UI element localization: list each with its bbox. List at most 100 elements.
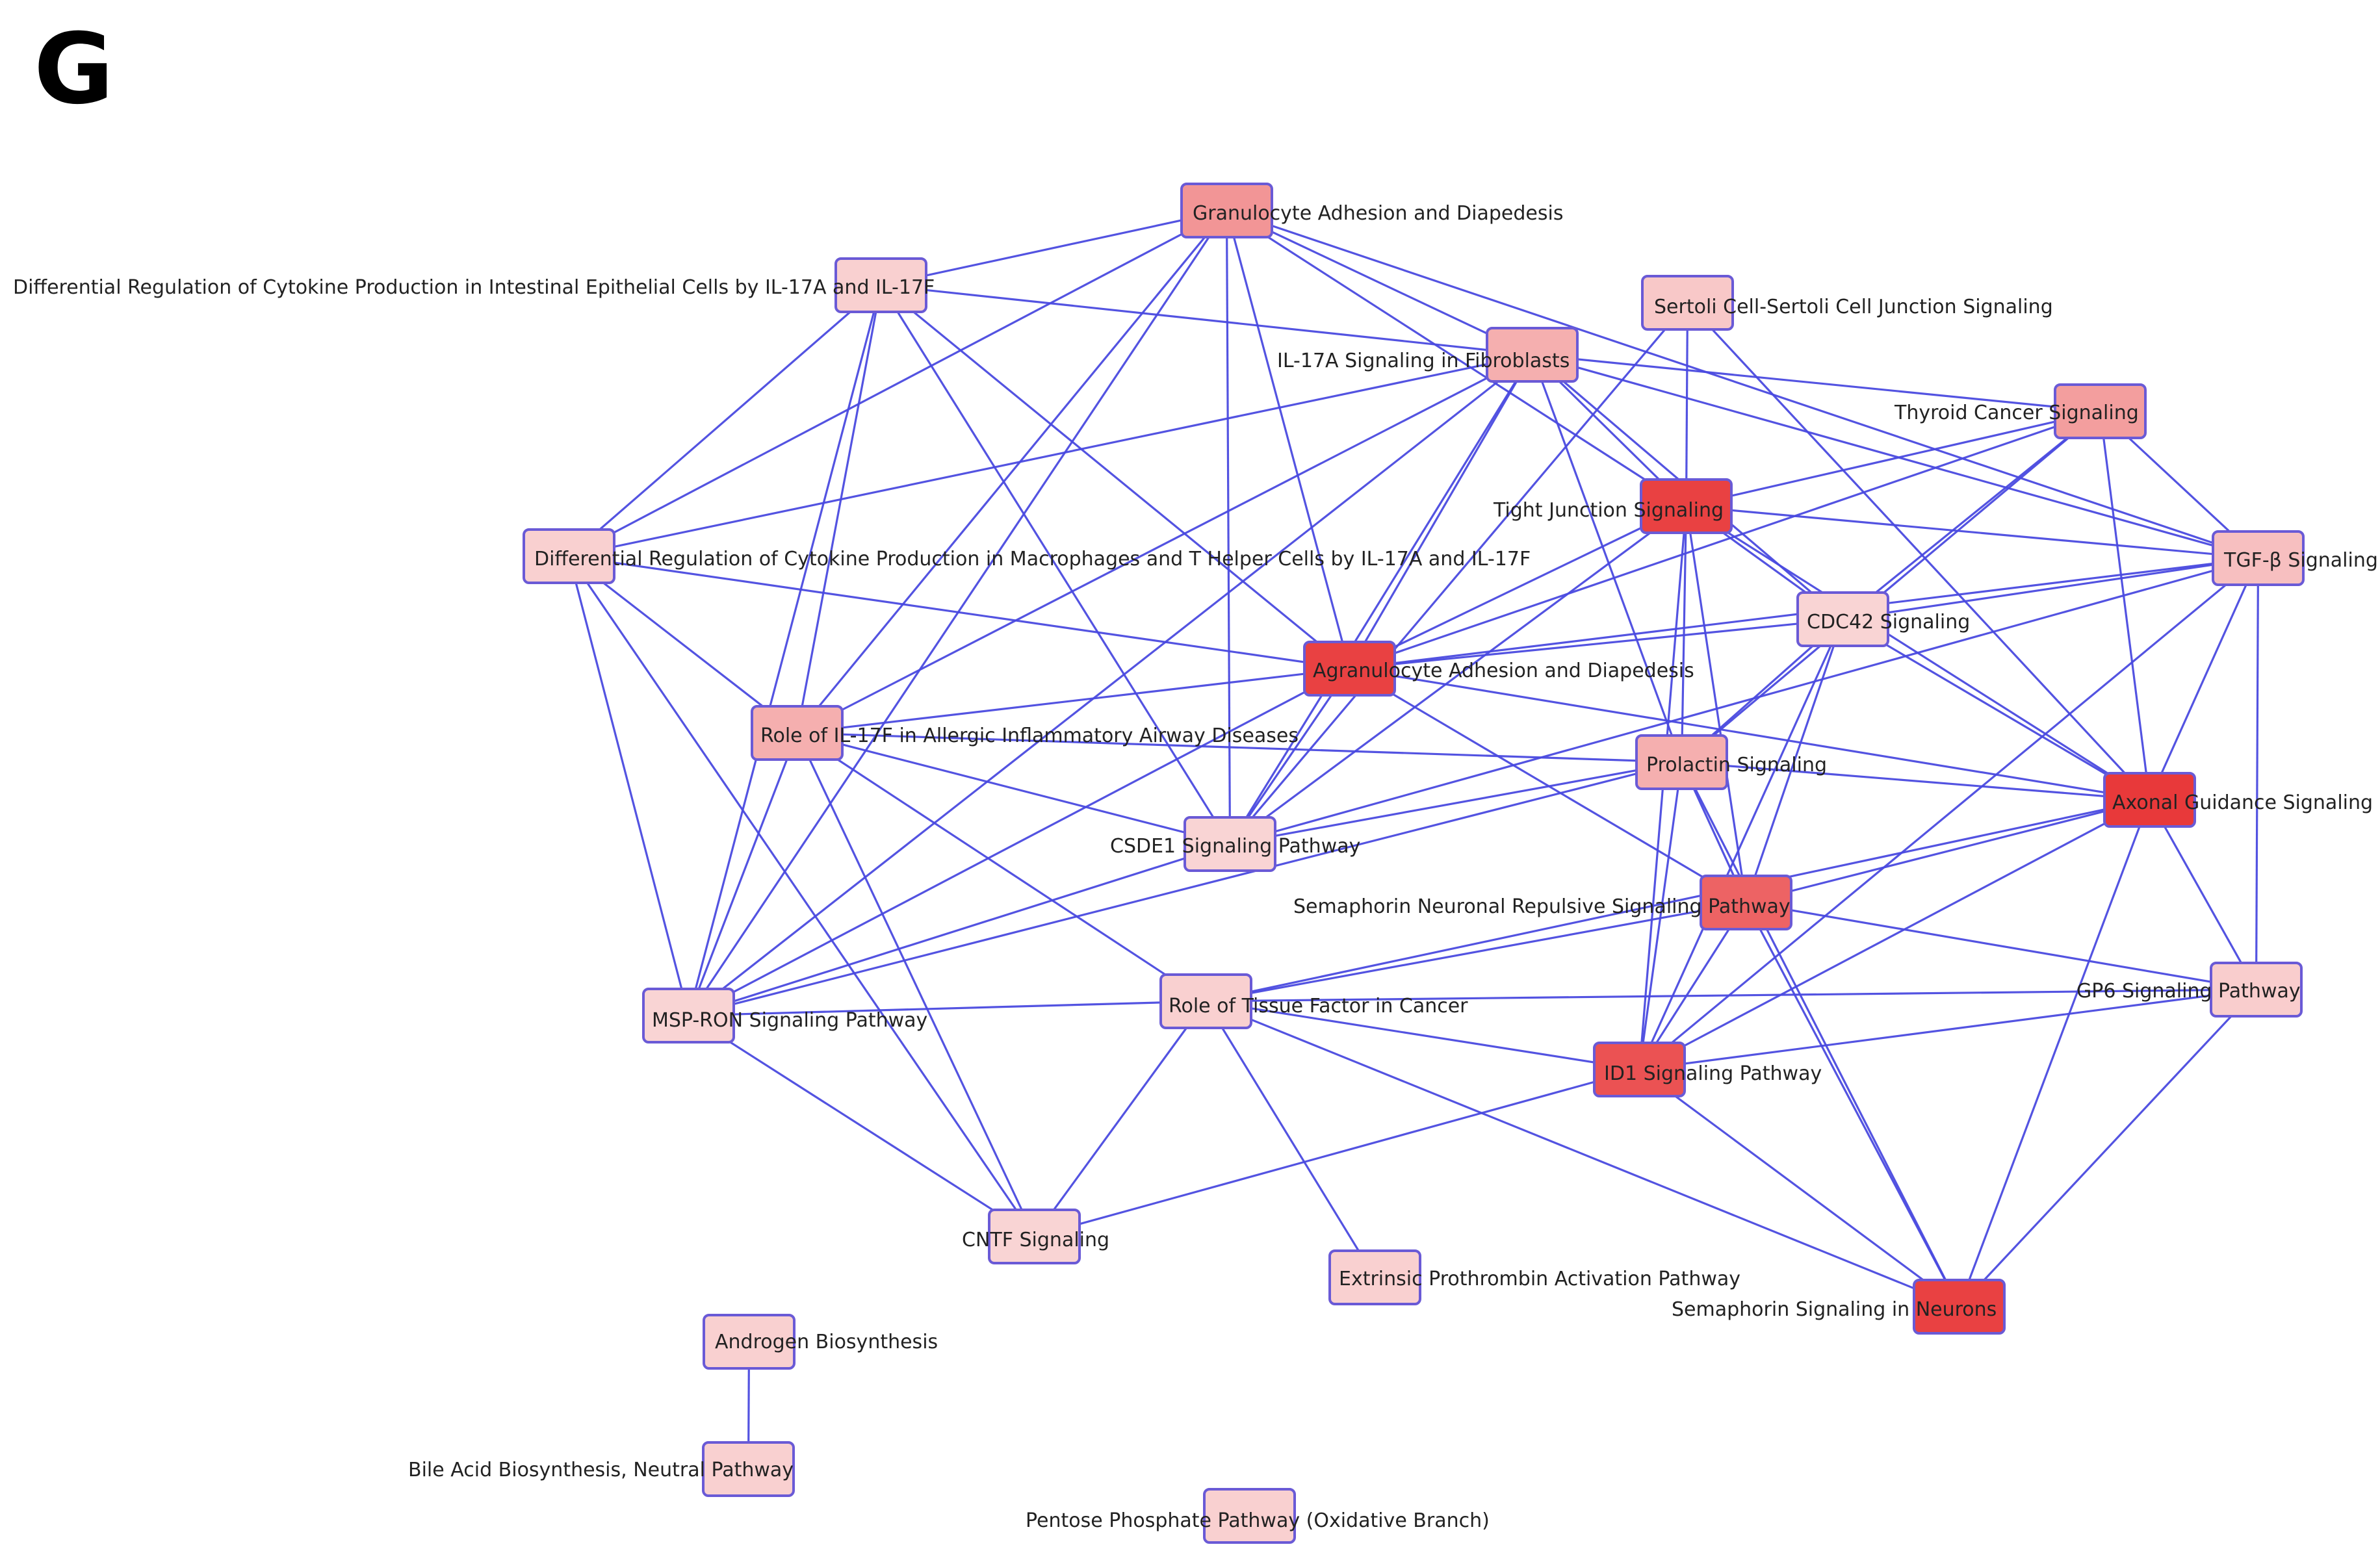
node-semaphorin_repulsive[interactable]: Semaphorin Neuronal Repulsive Signaling …	[1293, 875, 1792, 930]
node-box-axonal[interactable]	[2103, 772, 2196, 828]
node-box-cdc42[interactable]	[1796, 591, 1889, 647]
node-label-prolactin: Prolactin Signaling	[1646, 754, 1827, 776]
node-cntf[interactable]: CNTF Signaling	[962, 1209, 1109, 1264]
edge-id1-cntf	[1034, 1068, 1640, 1238]
node-label-csde1: CSDE1 Signaling Pathway	[1110, 835, 1360, 858]
node-box-msp_ron[interactable]	[642, 988, 735, 1043]
node-sema_neurons[interactable]: Semaphorin Signaling in Neurons	[1672, 1279, 2006, 1335]
node-box-granulocyte[interactable]	[1180, 183, 1273, 238]
edge-tgfb-cdc42	[1843, 557, 2258, 621]
node-box-thyroid[interactable]	[2054, 383, 2147, 439]
node-sertoli[interactable]: Sertoli Cell-Sertoli Cell Junction Signa…	[1641, 275, 2053, 331]
edge-granulocyte-diffreg_macro	[568, 209, 1228, 557]
node-box-tight_junction[interactable]	[1640, 478, 1733, 534]
node-box-extrinsic[interactable]	[1328, 1249, 1421, 1305]
node-box-diffreg_macro[interactable]	[523, 528, 615, 584]
edge-diffreg_epithelial-il17f_airway	[795, 285, 883, 734]
edge-tissue_factor-cntf	[1033, 1001, 1207, 1237]
node-label-axonal: Axonal Guidance Signaling	[2112, 791, 2373, 814]
node-il17a_fibro[interactable]: IL-17A Signaling in Fibroblasts	[1277, 327, 1579, 383]
node-cdc42[interactable]: CDC42 Signaling	[1796, 591, 1970, 647]
edge-thyroid-axonal	[2099, 411, 2151, 800]
node-label-id1: ID1 Signaling Pathway	[1604, 1062, 1822, 1085]
edge-semaphorin_repulsive-sema_neurons	[1745, 902, 1960, 1307]
node-diffreg_macro[interactable]: Differential Regulation of Cytokine Prod…	[523, 528, 1531, 584]
edge-il17a_fibro-tgfb	[1532, 353, 2258, 559]
node-label-diffreg_macro: Differential Regulation of Cytokine Prod…	[534, 548, 1531, 570]
node-box-gp6[interactable]	[2210, 962, 2303, 1018]
edge-prolactin-msp_ron	[688, 761, 1682, 1017]
node-box-cntf[interactable]	[988, 1209, 1081, 1264]
node-label-il17a_fibro: IL-17A Signaling in Fibroblasts	[1277, 350, 1570, 372]
node-box-androgen[interactable]	[703, 1314, 795, 1370]
node-msp_ron[interactable]: MSP-RON Signaling Pathway	[642, 988, 927, 1043]
edge-prolactin-axonal	[1681, 761, 2150, 801]
node-box-il17a_fibro[interactable]	[1486, 327, 1579, 383]
edge-csde1-msp_ron	[688, 843, 1230, 1017]
edge-tight_junction-agranulocyte	[1349, 505, 1687, 670]
node-label-cdc42: CDC42 Signaling	[1807, 611, 1970, 634]
node-extrinsic[interactable]: Extrinsic Prothrombin Activation Pathway	[1328, 1249, 1740, 1305]
node-box-diffreg_epithelial[interactable]	[834, 257, 927, 313]
edge-prolactin-id1	[1638, 762, 1683, 1070]
edge-diffreg_macro-agranulocyte	[569, 555, 1350, 670]
node-box-agranulocyte[interactable]	[1303, 641, 1396, 697]
node-axonal[interactable]: Axonal Guidance Signaling	[2103, 772, 2373, 828]
node-bile_acid[interactable]: Bile Acid Biosynthesis, Neutral Pathway	[408, 1441, 795, 1497]
edge-tissue_factor-extrinsic	[1205, 1001, 1376, 1278]
node-tgfb[interactable]: TGF-β Signaling	[2212, 530, 2378, 586]
node-box-pentose[interactable]	[1203, 1488, 1296, 1544]
edge-il17a_fibro-thyroid	[1532, 353, 2101, 413]
node-pentose[interactable]: Pentose Phosphate Pathway (Oxidative Bra…	[1026, 1488, 1490, 1544]
edge-il17f_airway-cntf	[796, 732, 1035, 1237]
node-box-sertoli[interactable]	[1641, 275, 1734, 331]
edge-axonal-id1	[1638, 799, 2151, 1071]
node-box-semaphorin_repulsive[interactable]	[1700, 875, 1792, 930]
edge-tgfb-gp6	[2255, 557, 2260, 990]
node-label-extrinsic: Extrinsic Prothrombin Activation Pathway	[1339, 1268, 1740, 1290]
node-label-sertoli: Sertoli Cell-Sertoli Cell Junction Signa…	[1654, 296, 2053, 318]
node-box-bile_acid[interactable]	[702, 1441, 795, 1497]
edge-gp6-id1	[1639, 988, 2257, 1071]
node-tight_junction[interactable]: Tight Junction Signaling	[1493, 478, 1733, 534]
node-label-cntf: CNTF Signaling	[962, 1229, 1109, 1251]
node-tissue_factor[interactable]: Role of Tissue Factor in Cancer	[1159, 973, 1468, 1029]
edge-granulocyte-tight_junction	[1226, 209, 1687, 507]
node-diffreg_epithelial[interactable]: Differential Regulation of Cytokine Prod…	[13, 257, 935, 313]
edge-agranulocyte-il17f_airway	[797, 667, 1350, 734]
edge-tgfb-csde1	[1230, 557, 2258, 845]
edge-tgfb-axonal	[2149, 557, 2259, 800]
edge-sertoli-tight_junction	[1685, 302, 1689, 507]
node-box-id1[interactable]	[1593, 1042, 1686, 1097]
edge-il17a_fibro-msp_ron	[688, 353, 1533, 1017]
node-label-pentose: Pentose Phosphate Pathway (Oxidative Bra…	[1026, 1509, 1490, 1532]
node-label-bile_acid: Bile Acid Biosynthesis, Neutral Pathway	[408, 1459, 794, 1481]
node-box-il17f_airway[interactable]	[751, 705, 844, 761]
node-id1[interactable]: ID1 Signaling Pathway	[1593, 1042, 1822, 1097]
node-box-tissue_factor[interactable]	[1159, 973, 1252, 1029]
node-label-il17f_airway: Role of IL-17F in Allergic Inflammatory …	[760, 724, 1299, 747]
node-prolactin[interactable]: Prolactin Signaling	[1635, 734, 1827, 790]
edge-diffreg_macro-msp_ron	[567, 556, 690, 1016]
node-box-sema_neurons[interactable]	[1913, 1279, 2006, 1335]
node-box-prolactin[interactable]	[1635, 734, 1728, 790]
node-il17f_airway[interactable]: Role of IL-17F in Allergic Inflammatory …	[751, 705, 1299, 761]
node-androgen[interactable]: Androgen Biosynthesis	[703, 1314, 938, 1370]
edge-il17f_airway-csde1	[797, 732, 1230, 845]
node-thyroid[interactable]: Thyroid Cancer Signaling	[1894, 383, 2147, 439]
edge-prolactin-sema_neurons	[1681, 762, 1960, 1307]
node-label-diffreg_epithelial: Differential Regulation of Cytokine Prod…	[13, 276, 935, 299]
edge-diffreg_epithelial-il17a_fibro	[881, 284, 1533, 356]
edge-diffreg_epithelial-msp_ron	[687, 285, 883, 1016]
node-label-granulocyte: Granulocyte Adhesion and Diapedesis	[1193, 202, 1563, 225]
node-granulocyte[interactable]: Granulocyte Adhesion and Diapedesis	[1180, 183, 1563, 238]
node-agranulocyte[interactable]: Agranulocyte Adhesion and Diapedesis	[1303, 641, 1694, 697]
edge-il17a_fibro-il17f_airway	[796, 353, 1533, 734]
node-gp6[interactable]: GP6 Signaling Pathway	[2076, 962, 2303, 1018]
node-box-csde1[interactable]	[1184, 816, 1276, 872]
node-csde1[interactable]: CSDE1 Signaling Pathway	[1110, 816, 1360, 872]
edge-diffreg_epithelial-diffreg_macro	[568, 284, 882, 557]
node-box-tgfb[interactable]	[2212, 530, 2305, 586]
edge-tight_junction-tgfb	[1686, 505, 2258, 559]
